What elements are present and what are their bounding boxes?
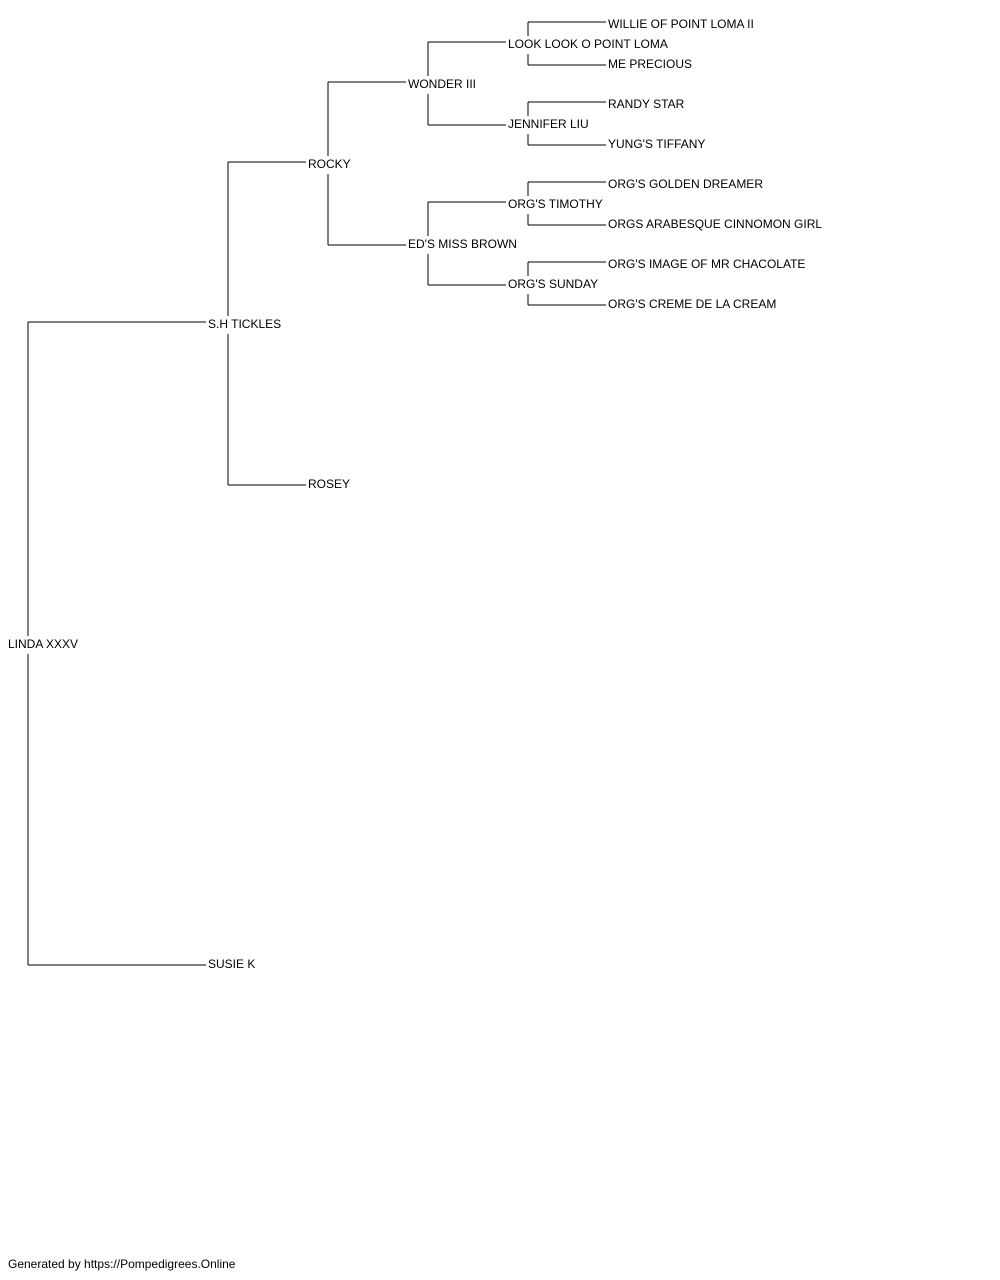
pedigree-jennifer-dam-name: YUNG'S TIFFANY (608, 137, 706, 151)
generated-by-footer: Generated by https://Pompedigrees.Online (8, 1257, 236, 1271)
pedigree-jennifer-sire-name: RANDY STAR (608, 97, 685, 111)
pedigree-timothy-sire-name: ORG'S GOLDEN DREAMER (608, 177, 763, 191)
pedigree-brown-sire-name: ORG'S TIMOTHY (508, 197, 603, 211)
pedigree-dam-name: SUSIE K (208, 957, 256, 971)
pedigree-sunday-dam-name: ORG'S CREME DE LA CREAM (608, 297, 777, 311)
pedigree-sire-dam-name: ROSEY (308, 477, 351, 491)
pedigree-wonder-dam-name: JENNIFER LIU (508, 117, 589, 131)
pedigree-sunday-sire-name: ORG'S IMAGE OF MR CHACOLATE (608, 257, 806, 271)
pedigree-wonder-sire-name: LOOK LOOK O POINT LOMA (508, 37, 668, 51)
pedigree-look-dam-name: ME PRECIOUS (608, 57, 693, 71)
pedigree-sire-sire-name: ROCKY (308, 157, 351, 171)
pedigree-root-name: LINDA XXXV (8, 637, 79, 651)
pedigree-look-sire-name: WILLIE OF POINT LOMA II (608, 17, 754, 31)
pedigree-rocky-dam-name: ED'S MISS BROWN (408, 237, 517, 251)
pedigree-rocky-sire-name: WONDER III (408, 77, 476, 91)
pedigree-timothy-dam-name: ORGS ARABESQUE CINNOMON GIRL (608, 217, 823, 231)
pedigree-sire-name: S.H TICKLES (208, 317, 282, 331)
pedigree-brown-dam-name: ORG'S SUNDAY (508, 277, 599, 291)
